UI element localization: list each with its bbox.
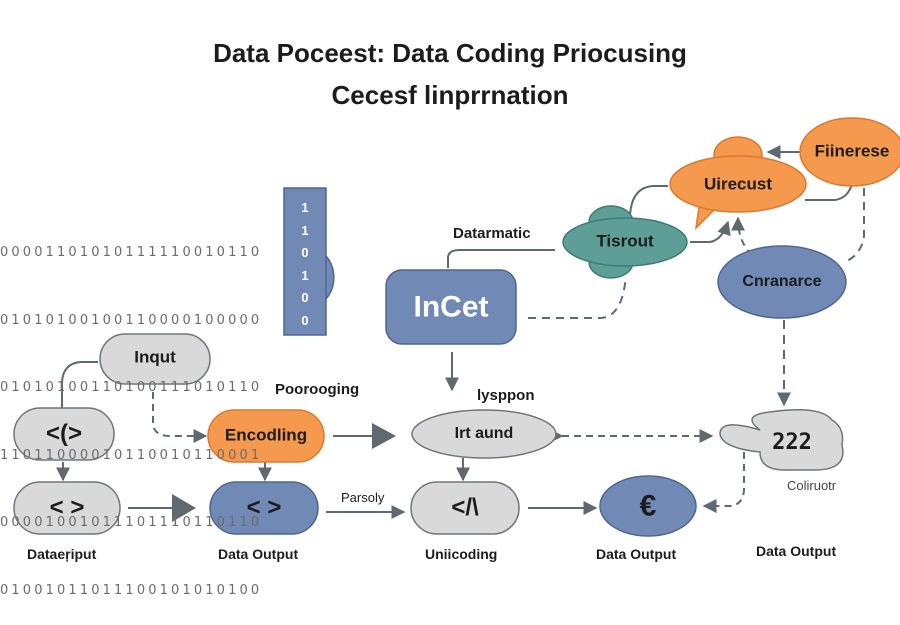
binary-row: 0 1 0 1 0 1 0 0 1 0 0 1 1 0 0 0 0 1 0 0 … [0, 312, 260, 328]
node-cloud-label: 222 [772, 429, 812, 455]
node-cloud-shape[interactable] [719, 409, 844, 471]
node-cnranarce-ellipse[interactable] [717, 245, 847, 319]
node-cnranarce-label: Cnranarce [742, 273, 822, 291]
node-code-slash-pill[interactable] [13, 407, 115, 461]
label-datarmatic: Datarmatic [453, 225, 531, 242]
label-data-output-1: Data Output [218, 546, 299, 562]
label-poorooging: Poorooging [275, 381, 360, 398]
code-slash-icon: <(> [45, 419, 83, 447]
binary-row: 0 0 0 0 1 1 0 1 0 1 0 1 1 1 1 1 0 0 1 0 … [0, 245, 260, 260]
node-incet-label: InCet [413, 290, 489, 324]
node-uirecust-bubble[interactable] [669, 136, 807, 231]
label-data-output-2: Data Output [596, 546, 677, 562]
label-coliruotr: Coliruotr [787, 478, 837, 493]
code-brackets-icon: < > [49, 493, 85, 521]
node-irtaund-label: Irt aund [454, 425, 514, 443]
column-bit: 0 [301, 290, 309, 305]
arrowhead-large-2 [372, 423, 396, 449]
node-code-out-pill[interactable] [209, 481, 319, 535]
node-unicode-pill[interactable] [410, 481, 520, 535]
node-tisrout-label: Tisrout [596, 231, 654, 251]
connector-incet-tisrout-dashed [528, 277, 627, 319]
diagram-canvas [13, 117, 900, 537]
node-code-in-pill[interactable] [13, 481, 121, 535]
node-irtaund-ellipse[interactable] [411, 409, 557, 459]
diagram-title: Data Poceest: Data Coding Priocusing [213, 38, 687, 68]
node-inqut-pill[interactable] [99, 333, 211, 385]
connector-fiinerese-cnranarce-dashed [844, 188, 865, 263]
node-fiinerese-label: Fiinerese [814, 141, 890, 161]
node-inqut-label: Inqut [134, 347, 176, 367]
binary-row: 1 1 0 1 1 0 0 0 0 1 0 1 1 0 0 1 0 1 1 0 … [0, 447, 260, 463]
column-bit: 1 [301, 267, 309, 283]
binary-data-block: 0 0 0 0 1 1 0 1 0 1 0 1 1 1 1 1 0 0 1 0 … [0, 197, 276, 625]
label-dataeripput: Dataeŗiput [27, 546, 97, 562]
binary-row: 0 1 0 1 0 1 0 0 1 1 0 1 0 0 1 1 1 0 1 0 … [0, 380, 260, 395]
node-incet-box[interactable] [385, 269, 517, 345]
connector-incet-tisrout [447, 249, 555, 268]
binary-row: 0 1 0 0 1 0 1 1 0 1 1 1 0 0 1 0 1 0 1 0 … [0, 582, 260, 598]
bit-column-bar [283, 187, 335, 336]
column-bit: 1 [301, 200, 309, 215]
label-parsoly: Parsoly [341, 490, 385, 505]
arrowhead-large-1 [172, 494, 196, 522]
label-lysppon: lysppon [477, 387, 535, 404]
label-unicoding: Uniicoding [425, 546, 498, 562]
column-bit: 1 [301, 222, 309, 238]
code-brackets-icon: < > [246, 493, 282, 521]
connector-tisrout-uirecust [629, 185, 668, 216]
connector-uirecust-fiinerese [805, 183, 853, 201]
bit-column: 1 1 0 1 0 0 [284, 197, 326, 332]
binary-row: 0 0 0 0 1 0 0 1 0 1 1 1 0 1 1 1 0 1 1 0 … [0, 515, 260, 530]
connector-inqut-code [61, 361, 98, 408]
arrow-cloud-euro-dashed [702, 452, 745, 513]
node-encoding-pill[interactable] [207, 409, 325, 463]
column-bit: 0 [301, 245, 309, 260]
arrow-cnranarce-uirecust-dashed [731, 216, 753, 256]
arrow-tisrout-uirecust [690, 220, 731, 243]
node-encoding-label: Encodling [224, 425, 308, 445]
label-data-output-3: Data Output [756, 543, 837, 559]
euro-icon: € [639, 489, 657, 523]
diagram-subtitle: Cecesf linprrnation [331, 80, 569, 110]
node-tisrout-shape[interactable] [562, 205, 688, 279]
node-uirecust-label: Uirecust [703, 174, 773, 194]
unicode-slash-icon: </\ [451, 493, 479, 521]
column-bit: 0 [301, 312, 309, 328]
node-fiinerese-ellipse[interactable] [799, 117, 900, 187]
node-euro-ellipse[interactable] [599, 475, 697, 537]
